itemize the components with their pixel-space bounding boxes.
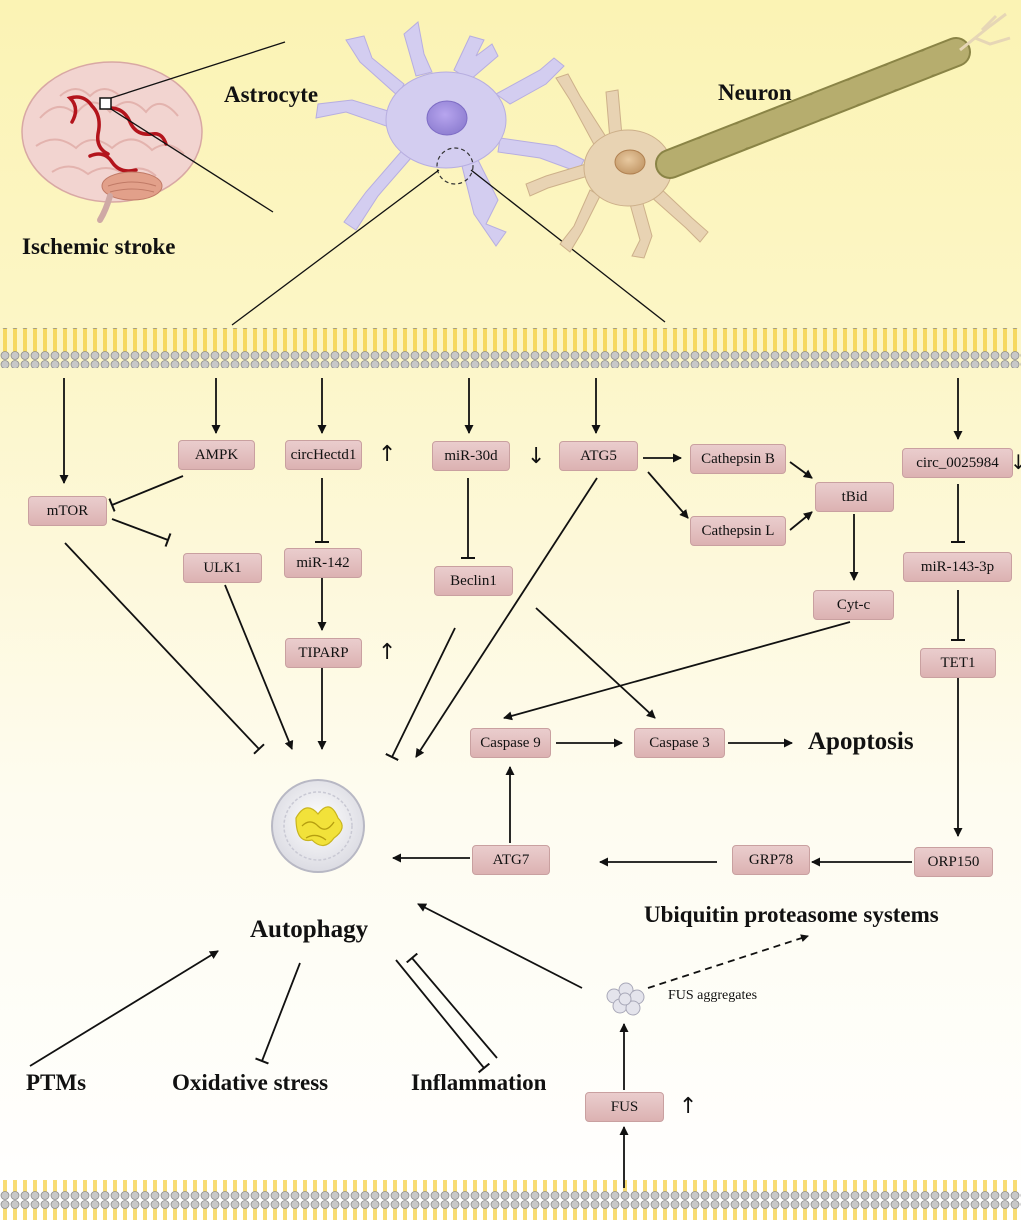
node-beclin1: Beclin1 xyxy=(434,566,513,596)
fus-up-arrow-icon: ↑ xyxy=(679,1094,698,1119)
node-caspase9: Caspase 9 xyxy=(470,728,551,758)
fus-aggregates-label: FUS aggregates xyxy=(668,988,758,1003)
autophagy-label: Autophagy xyxy=(250,916,369,943)
node-tbid: tBid xyxy=(815,482,894,512)
node-mir142: miR-142 xyxy=(284,548,362,578)
node-circ0025984: circ_0025984 xyxy=(902,448,1013,478)
node-tiparp: TIPARP xyxy=(285,638,362,668)
pathway-edges xyxy=(29,378,965,1188)
node-ulk1: ULK1 xyxy=(183,553,262,583)
node-ampk: AMPK xyxy=(178,440,255,470)
node-mtor: mTOR xyxy=(28,496,107,526)
tiparp-up-arrow-icon: ↑ xyxy=(378,640,397,665)
node-mir143: miR-143-3p xyxy=(903,552,1012,582)
upper-membrane xyxy=(0,328,1021,368)
node-tet1: TET1 xyxy=(920,648,996,678)
node-cathepsin-b: Cathepsin B xyxy=(690,444,786,474)
node-mir30d: miR-30d xyxy=(432,441,510,471)
fus-aggregates-icon xyxy=(606,982,645,1016)
node-grp78: GRP78 xyxy=(732,845,810,875)
node-circhectd1: circHectd1 xyxy=(285,440,362,470)
circ0025984-down-arrow-icon: ↓ xyxy=(1010,450,1021,474)
oxidative-stress-label: Oxidative stress xyxy=(172,1070,329,1095)
ptms-label: PTMs xyxy=(26,1070,87,1095)
neuron-illustration xyxy=(525,12,1011,259)
astrocyte-illustration xyxy=(315,21,585,247)
circhectd1-up-arrow-icon: ↑ xyxy=(378,442,397,467)
astrocyte-label: Astrocyte xyxy=(224,82,319,107)
node-atg7: ATG7 xyxy=(472,845,550,875)
apoptosis-label: Apoptosis xyxy=(808,728,914,755)
node-atg5: ATG5 xyxy=(559,441,638,471)
node-cytc: Cyt-c xyxy=(813,590,894,620)
lower-membrane xyxy=(0,1180,1021,1220)
ischemic-stroke-label: Ischemic stroke xyxy=(22,234,176,259)
node-caspase3: Caspase 3 xyxy=(634,728,725,758)
autophagosome-icon xyxy=(271,779,365,873)
brain-illustration xyxy=(21,41,286,223)
neuron-label: Neuron xyxy=(718,80,792,105)
node-orp150: ORP150 xyxy=(914,847,993,877)
zoom-circle xyxy=(436,147,474,185)
node-cathepsin-l: Cathepsin L xyxy=(690,516,786,546)
node-fus: FUS xyxy=(585,1092,664,1122)
inflammation-label: Inflammation xyxy=(411,1070,547,1095)
ups-label: Ubiquitin proteasome systems xyxy=(644,902,939,927)
mir30d-down-arrow-icon: ↓ xyxy=(527,444,546,469)
